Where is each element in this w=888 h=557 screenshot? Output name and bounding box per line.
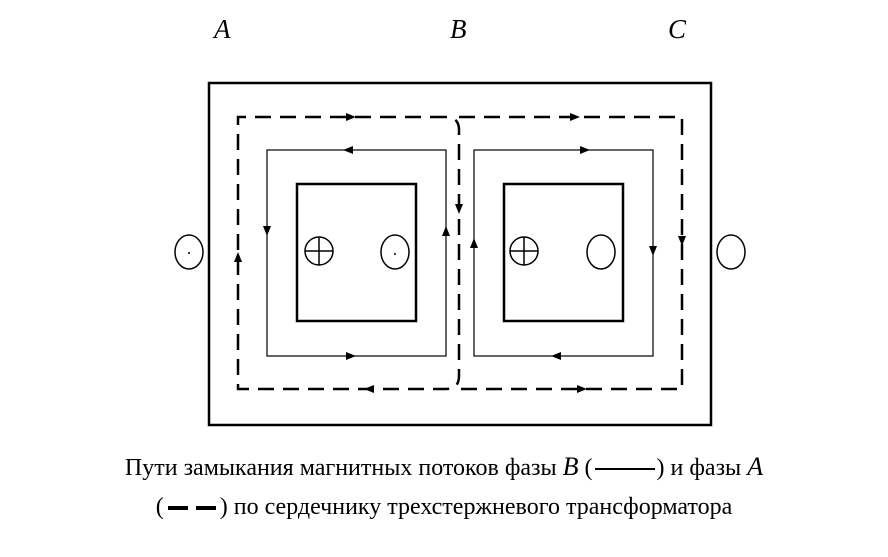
caption-text-1: Пути замыкания магнитных потоков фазы [124, 455, 557, 481]
caption-line-2: ( ) по сердечнику трехстержневого трансфо… [0, 494, 888, 521]
dot-circle-icon [174, 234, 204, 270]
caption-phase-a: A [747, 452, 764, 481]
flux-arrow-icon [442, 226, 450, 236]
flux-arrow-icon [346, 113, 356, 121]
flux-arrow-icon [343, 146, 353, 154]
flux-arrow-icon [234, 252, 242, 262]
flux-arrow-icon [346, 352, 356, 360]
flux-path-b-right [473, 149, 654, 357]
phase-label-a: A [214, 14, 231, 44]
flux-arrow-icon [263, 226, 271, 236]
legend-solid-line [594, 468, 655, 471]
flux-arrow-icon [577, 385, 587, 393]
flux-arrow-icon [649, 246, 657, 256]
dot-circle-icon [716, 234, 746, 270]
flux-arrow-icon [455, 204, 463, 214]
dot-circle-icon [380, 234, 410, 270]
dot-circle-icon [586, 234, 616, 270]
legend-dashed-line [167, 506, 216, 511]
cross-circle-icon [509, 236, 539, 266]
caption-line2-open: ( [155, 494, 164, 520]
caption-text-2: ) по сердечнику трехстержневого трансфор… [219, 494, 733, 520]
phase-label-c: C [668, 14, 687, 44]
flux-arrow-icon [470, 238, 478, 248]
caption-line-1: Пути замыкания магнитных потоков фазы B … [0, 452, 888, 482]
flux-arrow-icon [580, 146, 590, 154]
flux-arrow-icon [364, 385, 374, 393]
flux-path-b-left [266, 149, 447, 357]
flux-arrow-icon [551, 352, 561, 360]
flux-arrows-b [263, 146, 657, 360]
core-window-left [295, 182, 418, 323]
flux-arrow-icon [570, 113, 580, 121]
core-window-right [502, 182, 625, 323]
caption-phase-b: B [562, 452, 579, 481]
cross-circle-icon [304, 236, 334, 266]
flux-arrows-a [234, 113, 686, 393]
flux-arrow-icon [678, 236, 686, 246]
caption-close-and: ) и фазы [656, 455, 742, 481]
phase-label-b: B [450, 14, 467, 44]
caption-open-paren: ( [584, 455, 593, 481]
transformer-core-diagram [174, 81, 746, 427]
core-outer-outline [207, 81, 713, 427]
